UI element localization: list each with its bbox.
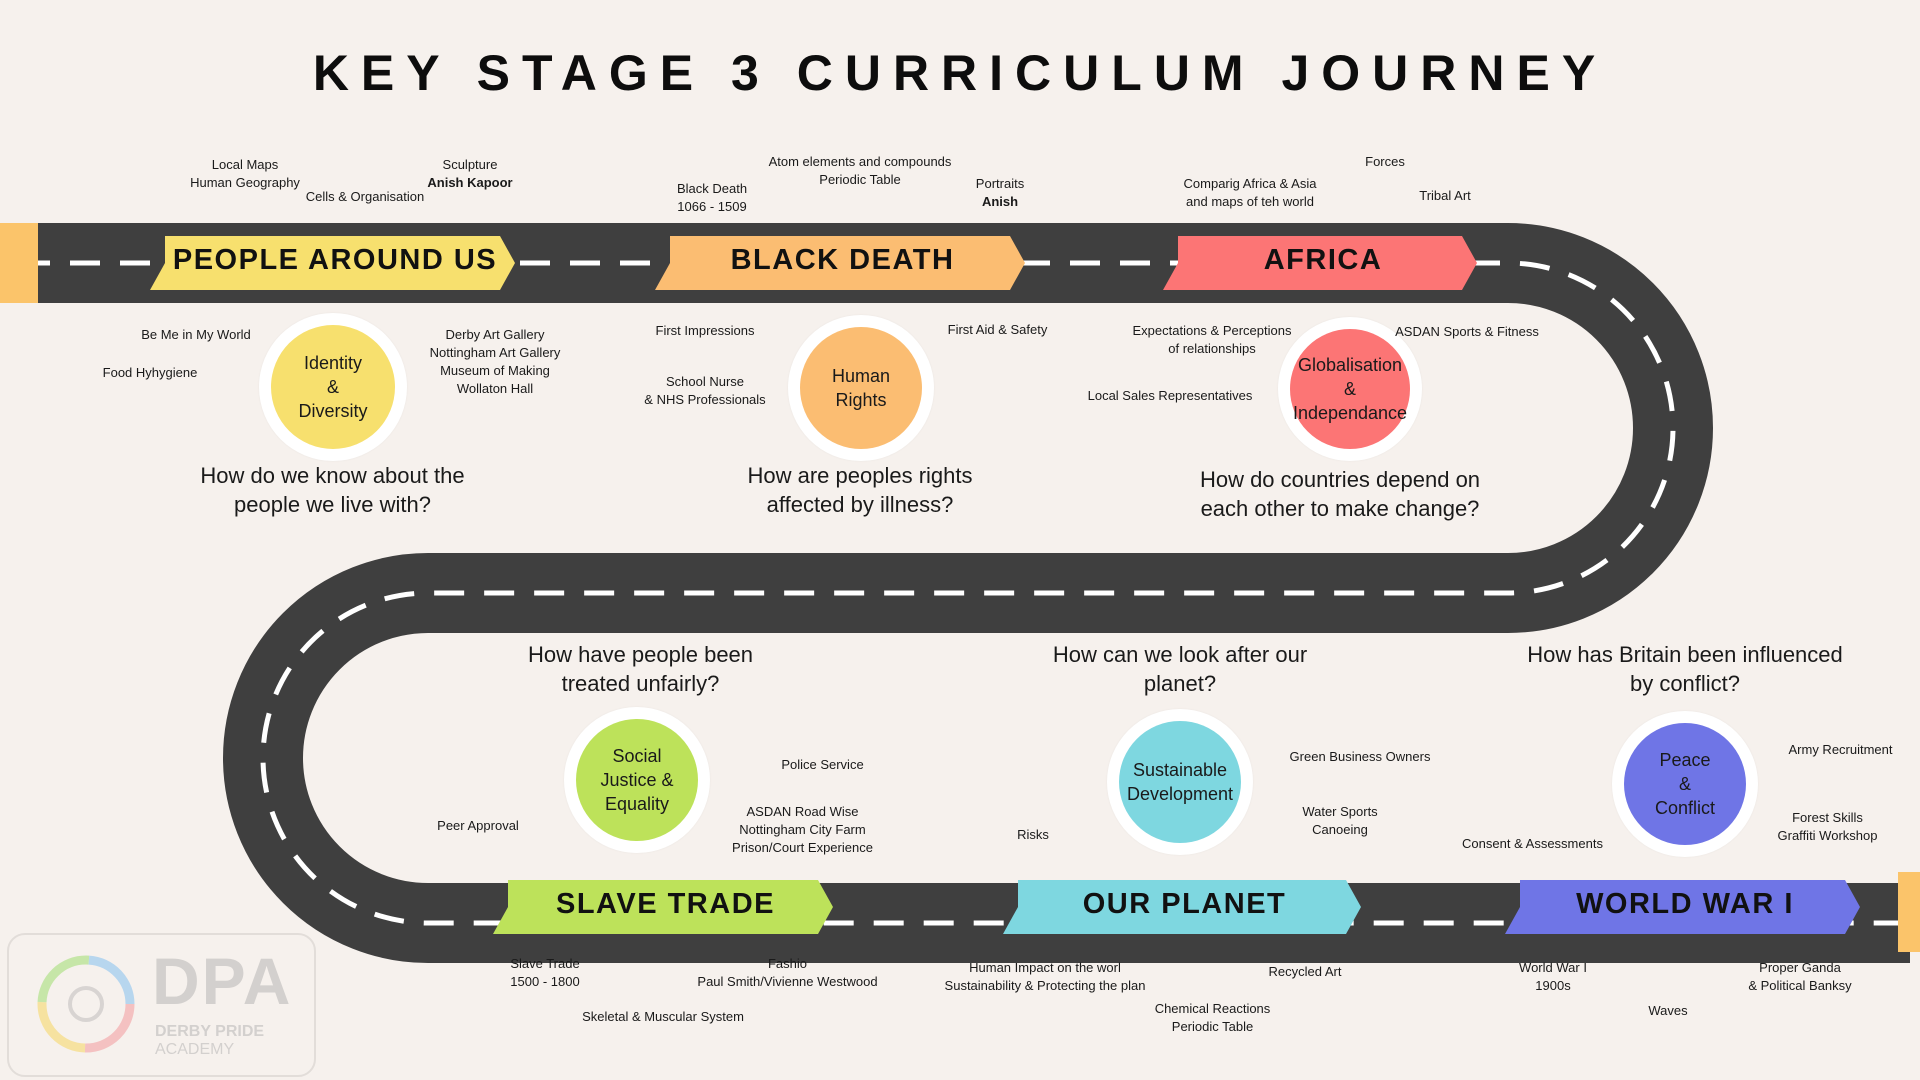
identity-diversity-circle: Identity & Diversity	[259, 313, 407, 461]
label-army: Army Recruitment	[1788, 742, 1893, 757]
label-be-me: Be Me in My World	[141, 327, 251, 342]
banner-africa	[1163, 236, 1477, 290]
human-rights-label: Human Rights	[800, 327, 922, 449]
sustainable-development-circle: Sustainable Development	[1107, 709, 1253, 855]
banner-black-death	[655, 236, 1025, 290]
identity-diversity-label: Identity & Diversity	[271, 325, 395, 449]
label-cells: Cells & Organisation	[305, 189, 425, 204]
label-tribal: Tribal Art	[1419, 188, 1471, 203]
label-skeletal: Skeletal & Muscular System	[582, 1009, 744, 1024]
label-risks: Risks	[1017, 827, 1049, 842]
dpa-logo-emblem	[37, 955, 135, 1053]
road-center-line	[20, 260, 1910, 926]
human-rights-circle: Human Rights	[788, 315, 934, 461]
banner-africa-label: AFRICA	[1263, 244, 1383, 276]
question-planet: How can we look after our planet?	[1052, 642, 1308, 696]
dpa-logo-text: DPA	[152, 944, 293, 1018]
road-start-cap	[0, 223, 38, 303]
label-police: Police Service	[781, 757, 864, 772]
banner-black-death-label: BLACK DEATH	[730, 244, 955, 276]
label-propaganda: Proper Ganda& Political Banksy	[1748, 960, 1852, 993]
banner-people-around-us	[150, 236, 515, 290]
banner-wwi-label: WORLD WAR I	[1576, 888, 1794, 920]
banner-our-planet	[1003, 880, 1361, 934]
question-conflict: How has Britain been influenced by confl…	[1527, 642, 1843, 696]
label-forces: Forces	[1365, 154, 1405, 169]
peace-conflict-label: Peace & Conflict	[1624, 723, 1746, 845]
label-consent: Consent & Assessments	[1462, 836, 1603, 851]
banner-people-label: PEOPLE AROUND US	[172, 244, 498, 276]
social-justice-circle: Social Justice & Equality	[564, 707, 710, 853]
question-rights: How are peoples rights affected by illne…	[747, 463, 973, 517]
globalisation-label: Globalisation & Independance	[1290, 329, 1410, 449]
banner-our-planet-label: OUR PLANET	[1082, 888, 1287, 920]
label-first-impressions: First Impressions	[655, 323, 755, 338]
page-title: KEY STAGE 3 CURRICULUM JOURNEY	[312, 45, 1608, 101]
label-food: Food Hyhygiene	[102, 365, 198, 380]
label-green-biz: Green Business Owners	[1289, 749, 1431, 764]
sustainable-development-label: Sustainable Development	[1119, 721, 1241, 843]
label-school-nurse: School Nurse& NHS Professionals	[644, 374, 766, 407]
road-end-cap	[1898, 872, 1920, 952]
social-justice-label: Social Justice & Equality	[576, 719, 698, 841]
label-recycled: Recycled Art	[1268, 964, 1342, 979]
globalisation-circle: Globalisation & Independance	[1278, 317, 1422, 461]
banner-world-war-i	[1505, 880, 1860, 934]
label-sales: Local Sales Representatives	[1087, 388, 1253, 403]
label-first-aid: First Aid & Safety	[947, 322, 1048, 337]
peace-conflict-circle: Peace & Conflict	[1612, 711, 1758, 857]
question-countries: How do countries depend on each other to…	[1199, 467, 1481, 521]
label-asdan-sports: ASDAN Sports & Fitness	[1395, 324, 1539, 339]
question-unfairly: How have people been treated unfairly?	[527, 642, 754, 696]
label-waves: Waves	[1648, 1003, 1688, 1018]
label-peer: Peer Approval	[437, 818, 519, 833]
banner-slave-trade	[493, 880, 833, 934]
banner-slave-trade-label: SLAVE TRADE	[556, 888, 775, 920]
question-people: How do we know about the people we live …	[200, 463, 465, 517]
